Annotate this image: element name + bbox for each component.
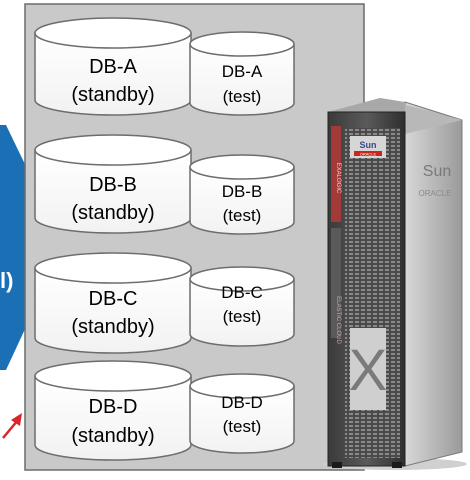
db-row: DB-A (standby) DB-A (test) [34,17,295,116]
db-row: DB-D (standby) DB-D (test) [34,360,295,461]
db-row: DB-C (standby) DB-C (test) [34,252,295,354]
rack-x-badge: X [349,338,388,403]
cylinder-standby: DB-A (standby) [34,17,192,116]
db-test-name: DB-D [221,393,263,412]
db-test-name: DB-C [221,283,263,302]
db-standby-name: DB-D [89,396,138,418]
cylinder-test: DB-A (test) [189,31,295,116]
rack-front-brand: ORACLE [360,152,377,157]
db-test-name: DB-B [222,182,263,201]
cylinder-test: DB-D (test) [189,373,295,454]
rack-side-label-top: EXALOGIC [335,163,341,194]
rack-side-label-bottom: ELASTIC CLOUD [335,296,341,344]
db-standby-name: DB-C [89,288,138,310]
db-standby-name: DB-B [89,174,137,196]
cylinder-standby: DB-B (standby) [34,134,192,234]
db-row: DB-B (standby) DB-B (test) [34,134,295,235]
db-test-name: DB-A [222,62,263,81]
server-rack-image: EXALOGIC ELASTIC CLOUD Sun ORACLE X Sun … [323,98,467,470]
db-standby-role: (standby) [71,316,154,338]
db-test-role: (test) [223,417,262,436]
db-test-role: (test) [223,206,262,225]
rack-side-sun-logo: Sun [423,163,451,180]
cylinder-test: DB-C (test) [189,266,295,347]
rack-side-oracle-logo: ORACLE [419,189,452,198]
red-pointer-arrow [2,413,22,439]
db-test-role: (test) [223,307,262,326]
cylinder-standby: DB-C (standby) [34,252,192,354]
db-test-role: (test) [223,87,262,106]
db-standby-role: (standby) [71,425,154,447]
db-standby-role: (standby) [71,84,154,106]
cylinder-test: DB-B (test) [189,154,295,235]
db-standby-name: DB-A [89,56,137,78]
cylinder-standby: DB-D (standby) [34,360,192,461]
rack-front-logo: Sun [360,140,377,150]
arrow-label: l) [0,268,13,293]
db-standby-role: (standby) [71,202,154,224]
